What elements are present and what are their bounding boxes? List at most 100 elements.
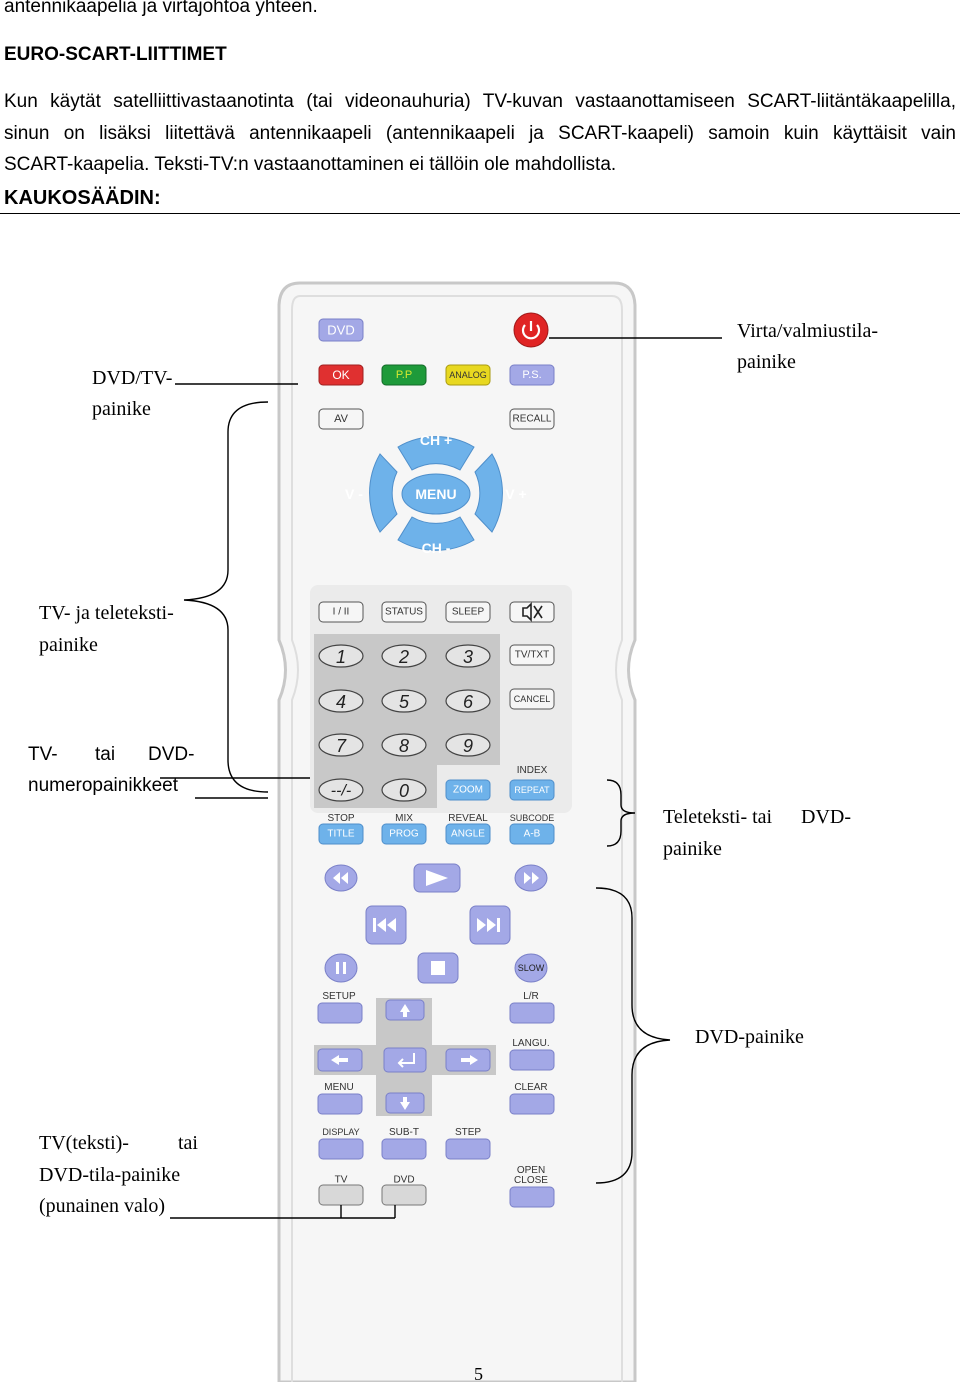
status-button[interactable]	[381, 601, 427, 623]
number-key-n4[interactable]	[318, 689, 364, 713]
mute-icon	[522, 602, 543, 622]
recall-button[interactable]	[509, 408, 555, 430]
title-label: TITLE	[327, 829, 355, 840]
pip-button[interactable]	[381, 364, 427, 386]
right-arrow-icon	[461, 1055, 478, 1065]
menu-button[interactable]	[401, 473, 471, 515]
number-key-n8[interactable]	[381, 733, 427, 757]
av-button[interactable]	[318, 408, 364, 430]
tvtxt-label: TV/TXT	[515, 650, 549, 661]
label-dvd-tv-line2: painike	[92, 398, 151, 420]
heading-rule	[0, 213, 960, 214]
number-key-n0[interactable]	[381, 778, 427, 802]
display-button[interactable]	[318, 1138, 364, 1160]
lr-button[interactable]	[509, 1002, 555, 1024]
zoom-button[interactable]	[445, 779, 491, 801]
number-key-dash[interactable]	[318, 778, 364, 802]
heading-euro-scart: EURO-SCART-LIITTIMET	[4, 44, 227, 65]
zoom-label: ZOOM	[453, 785, 483, 796]
ch-plus-button[interactable]	[397, 436, 475, 471]
number-key-label-n9: 9	[463, 736, 473, 756]
stop-icon	[431, 961, 445, 975]
open-caption: OPEN	[517, 1165, 545, 1176]
label-tv-mode-a: TV(teksti)-	[39, 1132, 129, 1154]
menu-label: MENU	[415, 486, 456, 502]
number-key-label-n1: 1	[336, 647, 346, 667]
number-key-n9[interactable]	[445, 733, 491, 757]
ps-label: P.S.	[522, 369, 541, 381]
tvtxt-button[interactable]	[509, 644, 555, 666]
dvd-mode-label: DVD	[327, 323, 354, 338]
i-ii-button[interactable]	[318, 601, 364, 623]
step-button[interactable]	[445, 1138, 491, 1160]
subcode-caption: SUBCODE	[510, 813, 555, 823]
enter-icon	[397, 1053, 415, 1068]
left-arrow-icon	[331, 1055, 348, 1065]
sleep-button[interactable]	[445, 601, 491, 623]
tv-mode-label: TV	[335, 1175, 348, 1186]
prog-button[interactable]	[381, 823, 427, 845]
numpad-panel	[314, 634, 500, 808]
paragraph-line-3: SCART-kaapelia. Teksti-TV:n vastaanottam…	[4, 154, 617, 175]
previous-icon	[373, 918, 396, 932]
pause-button[interactable]	[324, 953, 358, 983]
enter-button[interactable]	[383, 1047, 427, 1073]
number-key-label-n3: 3	[463, 647, 473, 667]
display-caption: DISPLAY	[322, 1127, 359, 1137]
rewind-icon	[333, 872, 348, 884]
cancel-button[interactable]	[509, 688, 555, 710]
cancel-label: CANCEL	[514, 694, 551, 704]
dvd-mode-button-2[interactable]	[381, 1184, 427, 1206]
v-plus-label: V +	[505, 486, 526, 502]
paragraph-line-2: sinun on lisäksi liitettävä antennikaape…	[4, 123, 956, 144]
subt-button[interactable]	[381, 1138, 427, 1160]
v-minus-button[interactable]	[369, 453, 398, 533]
number-key-n2[interactable]	[381, 644, 427, 668]
number-key-n6[interactable]	[445, 689, 491, 713]
open-close-button[interactable]	[509, 1186, 555, 1208]
v-plus-button[interactable]	[474, 453, 503, 533]
pause-icon	[336, 962, 346, 974]
clear-button[interactable]	[509, 1093, 555, 1115]
close-caption: CLOSE	[514, 1175, 548, 1186]
ok-button[interactable]	[318, 364, 364, 386]
heading-kaukosaadin: KAUKOSÄÄDIN:	[4, 187, 161, 209]
number-key-n1[interactable]	[318, 644, 364, 668]
dvd-mode-button[interactable]	[318, 318, 364, 342]
number-key-n5[interactable]	[381, 689, 427, 713]
annotation-lines	[160, 337, 722, 1219]
title-button[interactable]	[318, 823, 364, 845]
lr-caption: L/R	[523, 991, 539, 1002]
repeat-button[interactable]	[509, 779, 555, 801]
av-label: AV	[334, 413, 349, 425]
subt-caption: SUB-T	[389, 1127, 419, 1138]
prog-label: PROG	[389, 829, 419, 840]
number-key-n3[interactable]	[445, 644, 491, 668]
langu-button[interactable]	[509, 1049, 555, 1071]
label-tv-dvd-num-a: TV-	[28, 744, 58, 765]
label-teletext-dvd-a: Teleteksti- tai	[663, 806, 773, 828]
repeat-label: REPEAT	[514, 785, 550, 795]
label-teletext-dvd-line2: painike	[663, 838, 722, 860]
ps-button[interactable]	[509, 364, 555, 386]
ab-button[interactable]	[509, 823, 555, 845]
label-dvd-buttons: DVD-painike	[695, 1026, 804, 1048]
setup-button[interactable]	[317, 1002, 363, 1024]
recall-label: RECALL	[513, 414, 552, 425]
status-label: STATUS	[385, 607, 423, 618]
slow-button[interactable]	[514, 953, 548, 983]
analog-button[interactable]	[445, 364, 491, 386]
number-key-label-n4: 4	[336, 692, 346, 712]
menu2-button[interactable]	[317, 1093, 363, 1115]
number-key-label-n0: 0	[399, 781, 409, 801]
clear-caption: CLEAR	[514, 1082, 547, 1093]
mute-button[interactable]	[509, 601, 555, 623]
label-tv-teletext-line2: painike	[39, 634, 98, 656]
number-key-label-dash: --/-	[331, 783, 351, 800]
ch-minus-button[interactable]	[397, 516, 475, 551]
setup-caption: SETUP	[322, 991, 356, 1002]
number-key-label-n8: 8	[399, 736, 409, 756]
angle-button[interactable]	[445, 823, 491, 845]
tv-mode-button[interactable]	[318, 1184, 364, 1206]
number-key-n7[interactable]	[318, 733, 364, 757]
